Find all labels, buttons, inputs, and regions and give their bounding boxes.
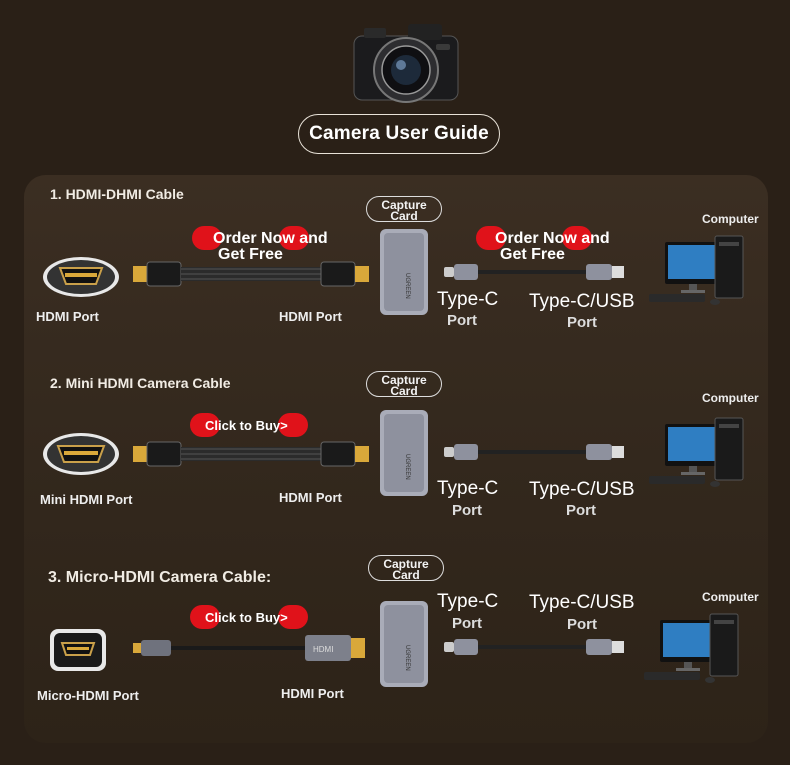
- usb-c-cable-image: [444, 637, 624, 657]
- svg-text:UGREEN: UGREEN: [404, 273, 410, 299]
- promo-blob: [278, 413, 308, 437]
- section-3-typec-label: Type-C: [437, 591, 499, 612]
- capture-card-image: UGREEN: [380, 229, 428, 315]
- capture-card-image: UGREEN: [380, 601, 428, 687]
- promo-order-now-right[interactable]: Order Now and Get Free: [495, 230, 610, 263]
- promo-blob: [278, 605, 308, 629]
- section-3-computer-label: Computer: [702, 590, 759, 604]
- section-1-computer-label: Computer: [702, 212, 759, 226]
- section-2-computer-label: Computer: [702, 391, 759, 405]
- computer-icon: [645, 417, 765, 490]
- promo-blob: [476, 226, 506, 250]
- section-1-usb-label: Type-C/USB: [529, 291, 635, 312]
- promo-blob: [190, 605, 220, 629]
- section-2-left-port-label: Mini HDMI Port: [40, 492, 133, 507]
- usb-c-cable-image: [444, 442, 624, 462]
- capture-card-label: Capture Card: [366, 196, 442, 222]
- micro-hdmi-cable-image: HDMI: [133, 633, 365, 663]
- promo-blob: [192, 226, 222, 250]
- section-3-left-port-label: Micro-HDMI Port: [37, 688, 139, 703]
- capture-card-label: Capture Card: [366, 371, 442, 397]
- usb-c-cable-image: [444, 262, 624, 282]
- promo-blob: [279, 226, 309, 250]
- section-1-right-port-label: HDMI Port: [279, 309, 342, 324]
- section-2-title: 2. Mini HDMI Camera Cable: [50, 375, 231, 391]
- section-1-title: 1. HDMI-DHMI Cable: [50, 186, 184, 202]
- section-2-right-port-label: HDMI Port: [279, 490, 342, 505]
- section-2-typec-port: Port: [452, 502, 482, 519]
- computer-icon: [645, 235, 765, 308]
- section-1-typec-label: Type-C: [437, 289, 499, 310]
- section-2-typec-label: Type-C: [437, 478, 499, 499]
- computer-icon: [640, 613, 760, 686]
- svg-text:HDMI: HDMI: [313, 645, 333, 654]
- section-2-buy-link[interactable]: Click to Buy>: [205, 418, 288, 433]
- hdmi-cable-image: [133, 258, 369, 290]
- svg-text:UGREEN: UGREEN: [404, 454, 410, 480]
- page-title: Camera User Guide: [298, 114, 500, 154]
- capture-card-label: Capture Card: [368, 555, 444, 581]
- svg-text:UGREEN: UGREEN: [404, 645, 410, 671]
- micro-hdmi-port-icon: [50, 629, 106, 671]
- promo-blob: [190, 413, 220, 437]
- hdmi-port-icon: [42, 256, 120, 298]
- section-3-right-port-label: HDMI Port: [281, 686, 344, 701]
- section-3-typec-port: Port: [452, 615, 482, 632]
- section-1-left-port-label: HDMI Port: [36, 309, 99, 324]
- capture-card-image: UGREEN: [380, 410, 428, 496]
- section-2-usb-port: Port: [566, 502, 596, 519]
- section-3-usb-label: Type-C/USB: [529, 592, 635, 613]
- mini-hdmi-port-icon: [42, 432, 120, 476]
- promo-blob: [562, 226, 592, 250]
- section-1-typec-port: Port: [447, 312, 477, 329]
- camera-icon: [350, 14, 462, 106]
- mini-hdmi-cable-image: [133, 438, 369, 470]
- section-2-usb-label: Type-C/USB: [529, 479, 635, 500]
- section-1-usb-port: Port: [567, 314, 597, 331]
- promo-order-now-left[interactable]: Order Now and Get Free: [213, 230, 328, 263]
- section-3-usb-port: Port: [567, 616, 597, 633]
- section-3-buy-link[interactable]: Click to Buy>: [205, 610, 288, 625]
- section-3-title: 3. Micro-HDMI Camera Cable:: [48, 569, 272, 586]
